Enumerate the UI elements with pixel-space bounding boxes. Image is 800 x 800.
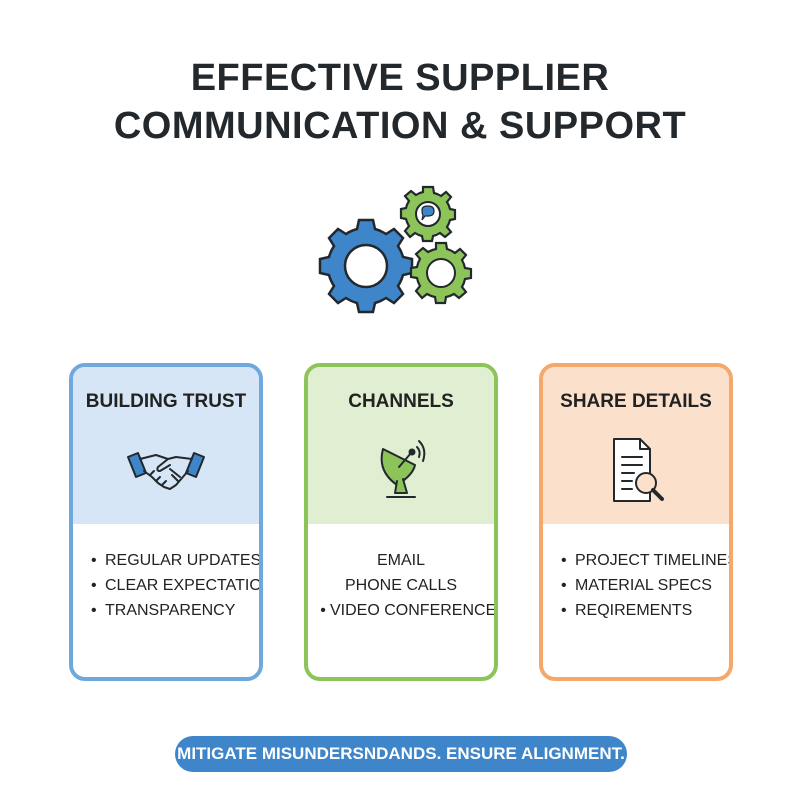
- satellite-dish-icon: [380, 440, 426, 498]
- title-line-1: EFFECTIVE SUPPLIER: [190, 57, 610, 99]
- page-title: EFFECTIVE SUPPLIER COMMUNICATION & SUPPO…: [0, 54, 800, 150]
- list-item: MATERIAL SPECS: [561, 573, 717, 598]
- footer-banner: MITIGATE MISUNDERSNDANDS. ENSURE ALIGNME…: [175, 736, 627, 772]
- list-item: REGULAR UPDATES: [91, 548, 259, 573]
- details-list: PROJECT TIMELINES MATERIAL SPECS REQIREM…: [561, 548, 729, 623]
- trust-list: REGULAR UPDATES CLEAR EXPECTATIONS TRANS…: [91, 548, 259, 623]
- list-item: EMAIL: [376, 552, 425, 569]
- card-body: EMAIL PHONE CALLS VIDEO CONFERENCES: [308, 524, 494, 623]
- card-share-details: SHARE DETAILS PROJECT TIMELINES MATERIAL…: [539, 363, 733, 681]
- card-title: BUILDING TRUST: [85, 391, 247, 412]
- card-body: REGULAR UPDATES CLEAR EXPECTATIONS TRANS…: [73, 524, 259, 623]
- card-header: CHANNELS: [308, 367, 494, 524]
- list-item: PROJECT TIMELINES: [561, 548, 729, 573]
- handshake-icon: [127, 452, 205, 490]
- gears-icon: [318, 185, 473, 314]
- card-title: SHARE DETAILS: [560, 391, 712, 412]
- card-body: PROJECT TIMELINES MATERIAL SPECS REQIREM…: [543, 524, 729, 623]
- document-magnifier-icon: [613, 438, 664, 502]
- list-item: REQIREMENTS: [561, 598, 717, 623]
- channels-list: EMAIL PHONE CALLS VIDEO CONFERENCES: [316, 548, 494, 623]
- card-header: BUILDING TRUST: [73, 367, 259, 524]
- card-channels: CHANNELS EMAIL PHONE CALLS VIDEO CONFERE…: [304, 363, 498, 681]
- list-item: CLEAR EXPECTATIONS: [91, 573, 259, 598]
- list-item: TRANSPARENCY: [91, 598, 247, 623]
- list-item: PHONE CALLS: [344, 577, 458, 594]
- title-line-2: COMMUNICATION & SUPPORT: [113, 105, 687, 147]
- card-header: SHARE DETAILS: [543, 367, 729, 524]
- card-building-trust: BUILDING TRUST REGULAR UPDATES CLEAR EXP…: [69, 363, 263, 681]
- list-item: VIDEO CONFERENCES: [316, 598, 494, 623]
- card-title: CHANNELS: [348, 391, 454, 412]
